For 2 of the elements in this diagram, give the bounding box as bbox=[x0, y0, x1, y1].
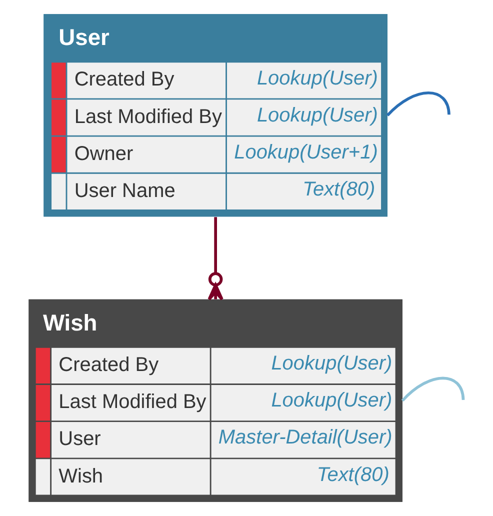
connector bbox=[386, 91, 450, 116]
connector bbox=[401, 376, 465, 402]
